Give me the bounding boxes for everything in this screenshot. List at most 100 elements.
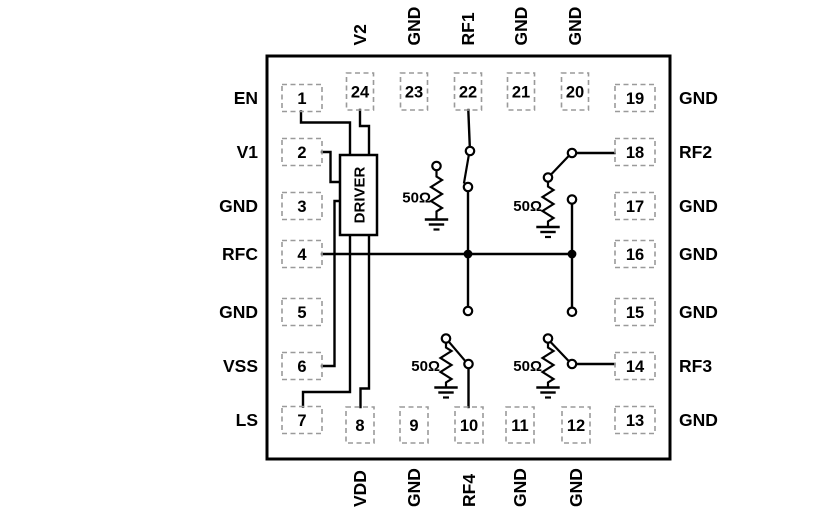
pin-14-number: 14: [626, 358, 645, 376]
pin-pad-4: [281, 239, 323, 269]
pin-7-number: 7: [297, 412, 306, 430]
pin-13-label: GND: [679, 410, 718, 430]
rf1-switch-contact-top: [464, 145, 476, 157]
pin-4-label: RFC: [222, 244, 258, 264]
right-pin-labels: GND RF2 GND GND GND RF3 GND: [679, 88, 718, 430]
pin-1-label: EN: [234, 88, 258, 108]
left-pin-labels: EN V1 GND RFC GND VSS LS: [219, 88, 258, 430]
pin-10-number: 10: [460, 417, 478, 435]
pin-24-label: V2: [350, 24, 370, 46]
rf3-switch-arm: [549, 341, 570, 363]
pin-pad-5: [281, 297, 323, 327]
pin-pad-20: [560, 72, 590, 111]
bottom-pin-labels: VDD GND RF4 GND GND: [350, 468, 586, 507]
rf3-termination-label: 50Ω: [513, 358, 542, 375]
rf4-bus-contact: [462, 305, 474, 317]
driver-to-pin8-wire: [359, 233, 371, 409]
rf2-switch-contact: [566, 147, 578, 159]
driver-label: DRIVER: [352, 167, 369, 224]
pin-6-label: VSS: [223, 356, 258, 376]
pin-15-number: 15: [626, 304, 644, 322]
rf1-ground-symbol: [424, 218, 449, 231]
rf2-branch: [536, 147, 616, 251]
rf4-ground-symbol: [434, 386, 458, 399]
top-pin-pads: 24 23 22 21 20: [345, 72, 590, 111]
pin-pad-12: [561, 406, 591, 444]
pin-24-number: 24: [351, 84, 370, 102]
pin-20-number: 20: [566, 84, 584, 102]
rf4-branch: [434, 257, 474, 409]
rf1-switch-arm: [462, 155, 470, 184]
pin-1-number: 1: [297, 90, 306, 108]
pin-22-label: RF1: [458, 12, 478, 45]
rf2-termination-label: 50Ω: [513, 198, 542, 215]
pin-3-label: GND: [219, 196, 258, 216]
pin-11-label: GND: [510, 468, 530, 507]
rf4-termination-label: 50Ω: [411, 358, 440, 375]
rf2-termination-contact: [542, 172, 554, 183]
pin-5-label: GND: [219, 302, 258, 322]
pin-19-label: GND: [679, 88, 718, 108]
pin-18-label: RF2: [679, 142, 712, 162]
rf2-termination-resistor: [540, 181, 556, 227]
right-pin-pads: 19 18 17 16 15 14 13: [614, 83, 656, 435]
rf4-termination-resistor: [438, 342, 454, 388]
chip-outline: [265, 54, 672, 461]
rf3-ground-symbol: [536, 386, 560, 399]
rf3-bus-contact: [566, 306, 578, 318]
pin-8-number: 8: [355, 417, 364, 435]
pin-19-number: 19: [626, 90, 644, 108]
rfc-junction-dot-right: [567, 249, 577, 259]
top-pin-labels: V2 GND RF1 GND GND: [350, 7, 585, 46]
rf3-switch-contact: [566, 358, 578, 370]
pin-21-number: 21: [512, 84, 530, 102]
rf2-switch-arm: [549, 154, 570, 176]
pin-pad-22: [453, 72, 483, 111]
pin-8-label: VDD: [350, 470, 370, 507]
pin-12-label: GND: [566, 468, 586, 507]
pin-5-number: 5: [297, 304, 306, 322]
pin-3-number: 3: [297, 198, 306, 216]
rf3-termination-contact: [542, 333, 554, 344]
pin-16-number: 16: [626, 246, 644, 264]
driver-to-pin7-wire: [301, 233, 352, 408]
pin-17-label: GND: [679, 196, 718, 216]
pin6-to-driver-wire: [320, 199, 342, 368]
driver-wiring: [299, 108, 371, 409]
pin-21-label: GND: [511, 7, 531, 46]
left-pin-pads: 1 2 3 4 5 6 7: [281, 83, 323, 435]
pin-pad-10: [454, 406, 484, 444]
pin-pad-6: [281, 351, 323, 381]
pin-pad-15: [614, 297, 656, 327]
rf1-termination-resistor: [428, 170, 445, 220]
pin1-to-driver-wire: [299, 110, 352, 157]
rf3-termination-resistor: [540, 342, 556, 388]
pin-9-number: 9: [409, 417, 418, 435]
pin-4-number: 4: [297, 246, 307, 264]
pin-pad-23: [399, 72, 429, 111]
pin-10-label: RF4: [459, 474, 479, 507]
pin-13-number: 13: [626, 412, 644, 430]
pin-pad-18: [614, 137, 656, 167]
rfc-junction-dot-left: [463, 249, 473, 259]
pin-6-number: 6: [297, 358, 306, 376]
pin-pad-24: [345, 72, 375, 111]
pin24-to-driver-wire: [358, 108, 371, 157]
rf2-ground-symbol: [536, 225, 560, 239]
pin-2-number: 2: [297, 144, 306, 162]
rf1-termination-contact: [431, 160, 442, 172]
pin-pad-13: [614, 405, 656, 435]
bottom-pin-pads: 8 9 10 11 12: [345, 406, 591, 444]
pin-17-number: 17: [626, 198, 644, 216]
pin2-to-driver-wire: [320, 150, 342, 184]
pin-pad-17: [614, 191, 656, 221]
pin-2-label: V1: [237, 142, 259, 162]
rf4-switch-arm: [447, 340, 467, 362]
pin-pad-19: [614, 83, 656, 113]
pin-18-number: 18: [626, 144, 644, 162]
pin-pad-8: [345, 406, 375, 444]
pin-pad-11: [505, 406, 535, 444]
pin-pad-2: [281, 137, 323, 167]
